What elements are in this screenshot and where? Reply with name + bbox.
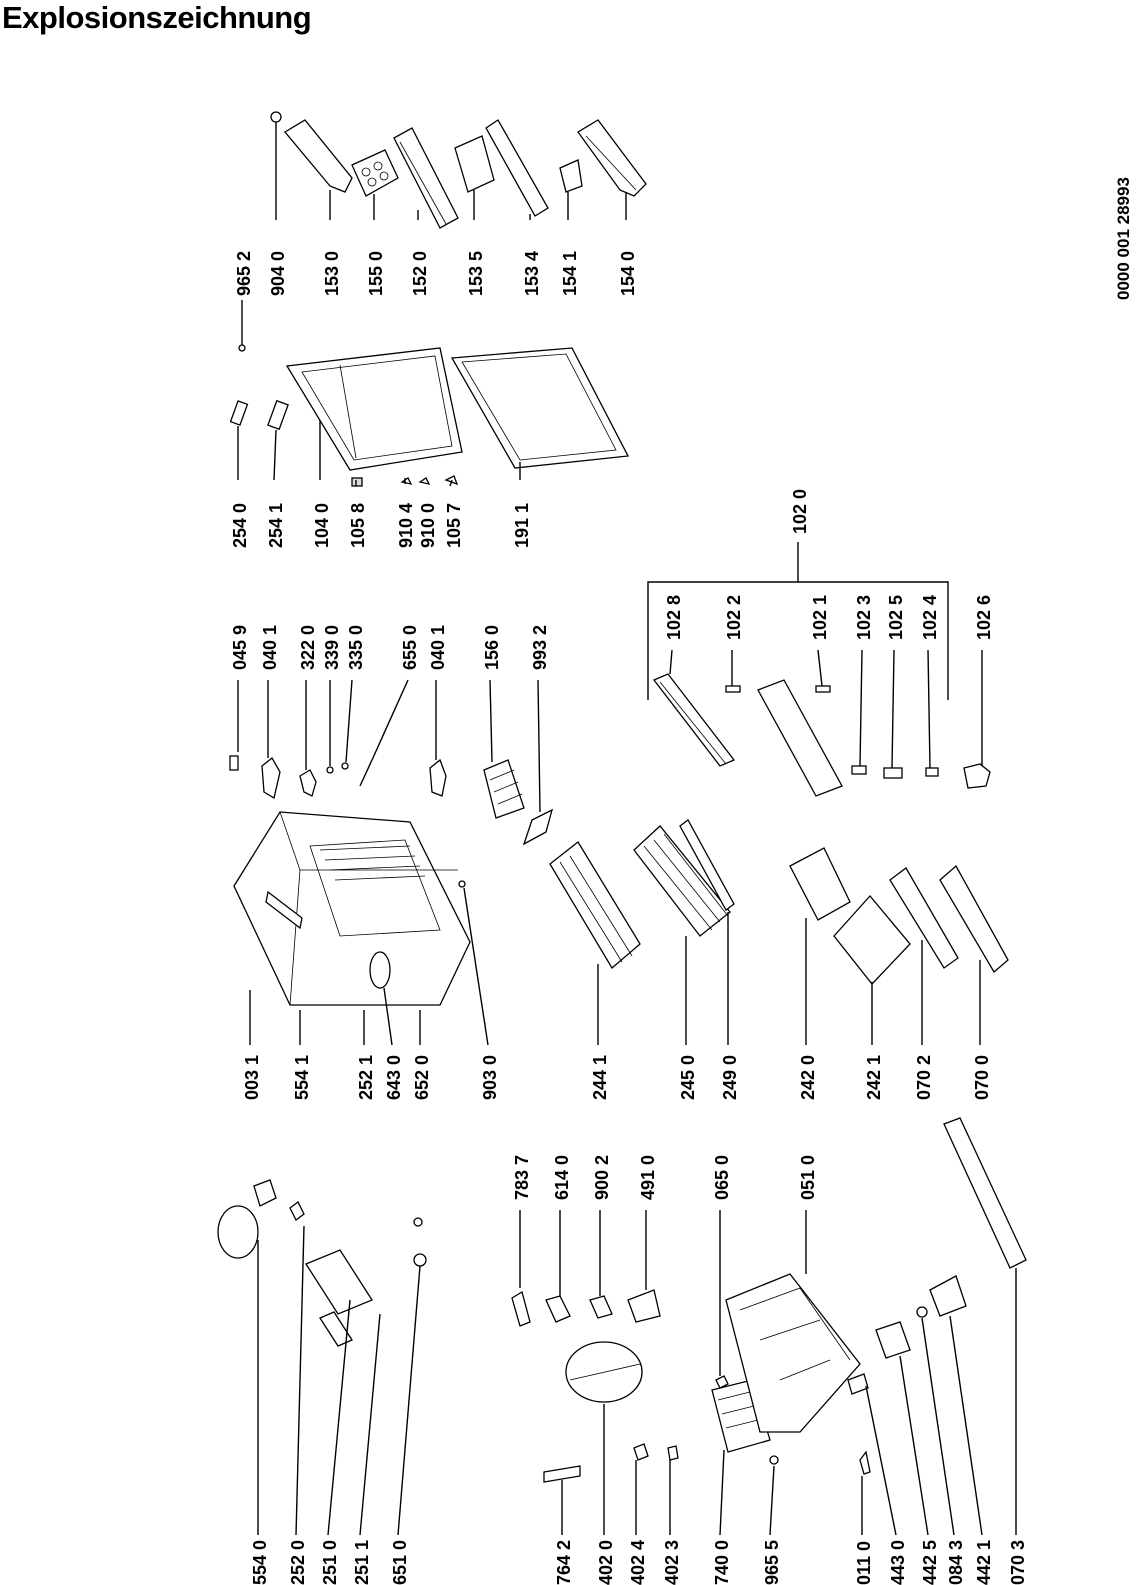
callout-191-1: 191 1 [512, 503, 532, 548]
callout-251-1: 251 1 [352, 1540, 372, 1585]
callout-105-8: 105 8 [348, 503, 368, 548]
callout-783-7: 783 7 [512, 1155, 532, 1200]
callout-965-2: 965 2 [234, 251, 254, 296]
callout-labels: 554 0 252 0 251 0 251 1 651 0 764 2 402 … [230, 251, 1028, 1585]
callout-443-0: 443 0 [888, 1540, 908, 1585]
callout-105-7: 105 7 [444, 503, 464, 548]
callout-244-1: 244 1 [590, 1055, 610, 1100]
callout-104-0: 104 0 [312, 503, 332, 548]
shelves [549, 819, 1009, 985]
callout-070-0: 070 0 [972, 1055, 992, 1100]
machine-compartment [217, 1117, 1027, 1483]
callout-322-0: 322 0 [298, 625, 318, 670]
callout-965-5: 965 5 [762, 1540, 782, 1585]
light-assembly [652, 673, 991, 797]
callout-102-8: 102 8 [664, 595, 684, 640]
callout-402-4: 402 4 [628, 1540, 648, 1585]
callout-910-0: 910 0 [418, 503, 438, 548]
callout-491-0: 491 0 [638, 1155, 658, 1200]
callout-402-0: 402 0 [596, 1540, 616, 1585]
callout-740-0: 740 0 [712, 1540, 732, 1585]
callout-102-0: 102 0 [790, 489, 810, 534]
callout-152-0: 152 0 [410, 251, 430, 296]
callout-339-0: 339 0 [322, 625, 342, 670]
page-title: Explosionszeichnung [2, 0, 312, 35]
callout-442-1: 442 1 [974, 1540, 994, 1585]
callout-102-5: 102 5 [886, 595, 906, 640]
callout-652-0: 652 0 [412, 1055, 432, 1100]
callout-554-0: 554 0 [250, 1540, 270, 1585]
callout-251-0: 251 0 [320, 1540, 340, 1585]
callout-154-1: 154 1 [560, 251, 580, 296]
callout-011-0: 011 0 [854, 1541, 874, 1585]
callout-252-0: 252 0 [288, 1540, 308, 1585]
callout-070-3: 070 3 [1008, 1540, 1028, 1585]
callout-153-5: 153 5 [466, 251, 486, 296]
callout-102-6: 102 6 [974, 595, 994, 640]
callout-102-2: 102 2 [724, 595, 744, 640]
callout-242-1: 242 1 [864, 1055, 884, 1100]
callout-764-2: 764 2 [554, 1540, 574, 1585]
callout-155-0: 155 0 [366, 251, 386, 296]
callout-252-1: 252 1 [356, 1055, 376, 1100]
callout-153-4: 153 4 [522, 251, 542, 296]
callout-554-1: 554 1 [292, 1055, 312, 1100]
callout-070-2: 070 2 [914, 1055, 934, 1100]
callout-903-0: 903 0 [480, 1055, 500, 1100]
cabinet [233, 811, 471, 1006]
callout-655-0: 655 0 [400, 625, 420, 670]
freezer-small-parts [229, 755, 554, 888]
callout-040-1-bottom: 040 1 [428, 625, 448, 670]
callout-084-3: 084 3 [946, 1540, 966, 1585]
callout-614-0: 614 0 [552, 1155, 572, 1200]
callout-993-2: 993 2 [530, 625, 550, 670]
callout-643-0: 643 0 [384, 1055, 404, 1100]
callout-102-1: 102 1 [810, 595, 830, 640]
callout-051-0: 051 0 [798, 1155, 818, 1200]
callout-245-0: 245 0 [678, 1055, 698, 1100]
callout-651-0: 651 0 [390, 1540, 410, 1585]
callout-249-0: 249 0 [720, 1055, 740, 1100]
callout-242-0: 242 0 [798, 1055, 818, 1100]
callout-335-0: 335 0 [346, 625, 366, 670]
callout-254-1: 254 1 [266, 503, 286, 548]
callout-102-3: 102 3 [854, 595, 874, 640]
callout-910-4: 910 4 [396, 503, 416, 548]
leader-lines [237, 122, 1017, 1536]
callout-003-1: 003 1 [242, 1055, 262, 1100]
callout-154-0: 154 0 [618, 251, 638, 296]
callout-402-3: 402 3 [662, 1540, 682, 1585]
callout-254-0: 254 0 [230, 503, 250, 548]
door-panel-parts [229, 344, 630, 487]
callout-102-4: 102 4 [920, 595, 940, 640]
callout-442-5: 442 5 [920, 1540, 940, 1585]
callout-153-0: 153 0 [322, 251, 342, 296]
callout-065-0: 065 0 [712, 1155, 732, 1200]
callout-156-0: 156 0 [482, 625, 502, 670]
door-parts [270, 111, 647, 229]
callout-904-0: 904 0 [268, 251, 288, 296]
callout-045-9: 045 9 [230, 625, 250, 670]
callout-900-2: 900 2 [592, 1155, 612, 1200]
callout-040-1-top: 040 1 [260, 625, 280, 670]
